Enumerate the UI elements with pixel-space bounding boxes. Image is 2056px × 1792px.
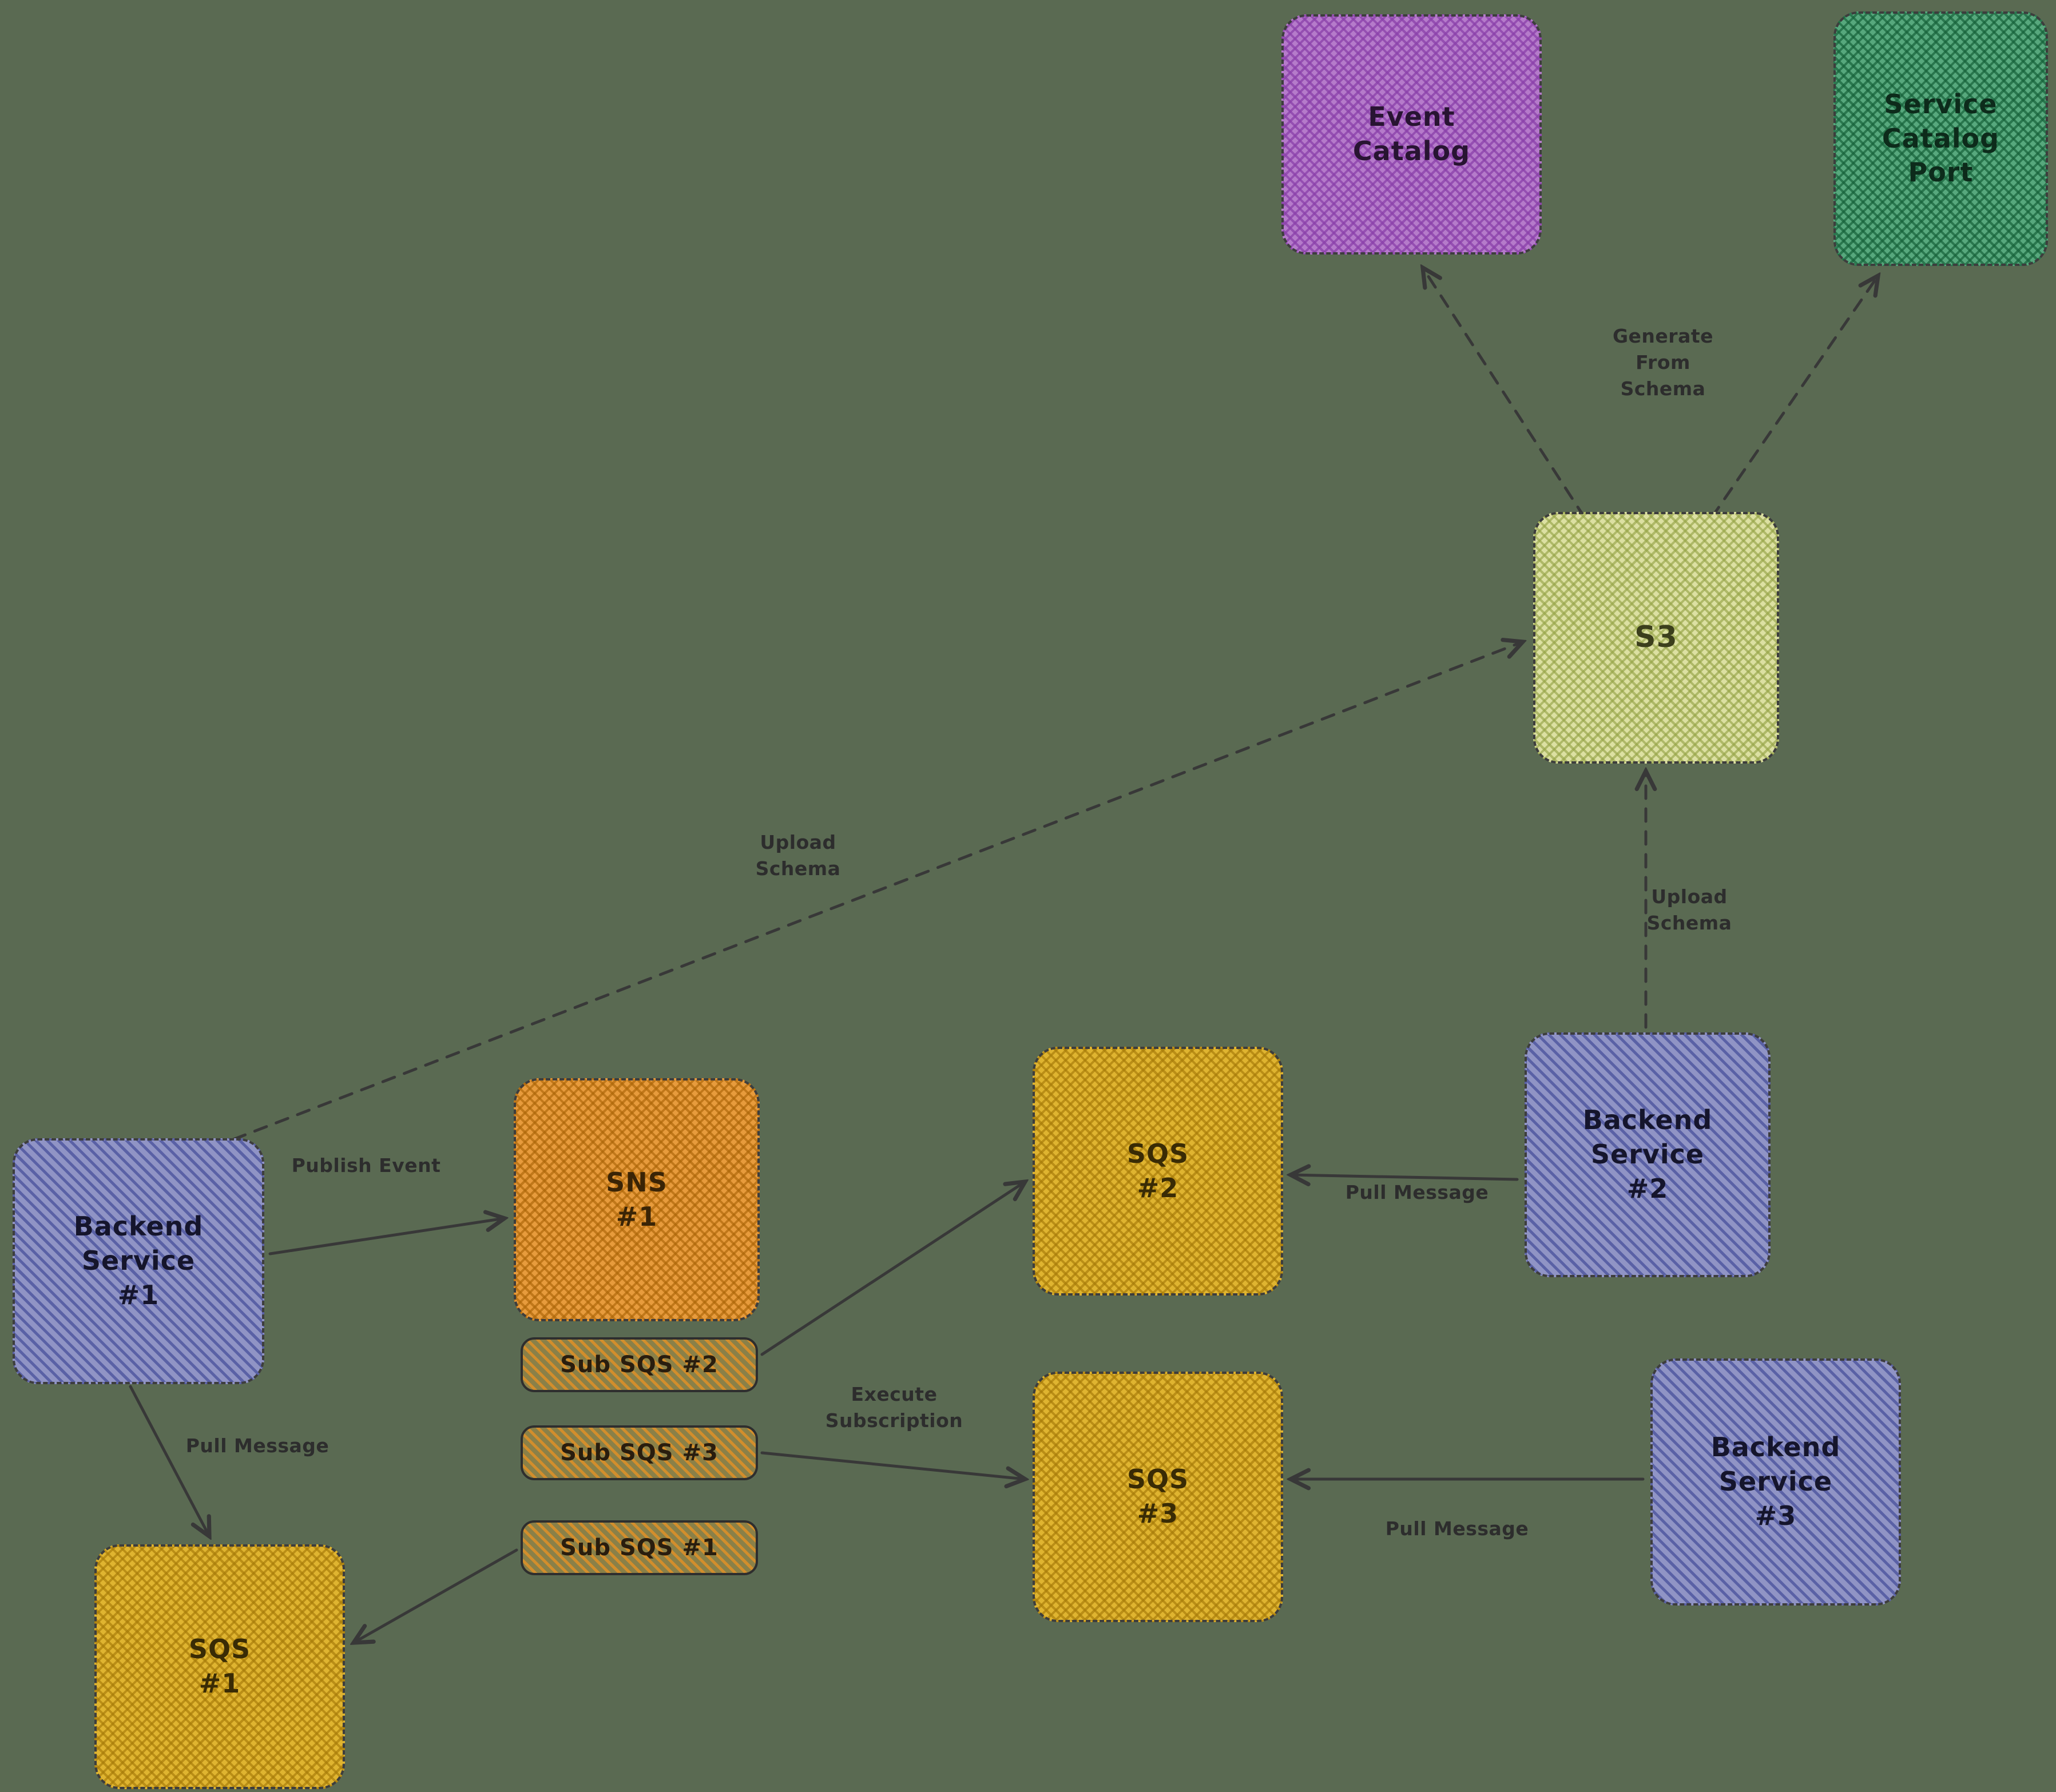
node-sqs-1-label: SQS #1 [188, 1634, 251, 1699]
edge-label-upload-schema-1: Upload Schema [755, 831, 841, 880]
edge-subsqs3-to-sqs3 [760, 1451, 1025, 1479]
node-service-catalog-port: Service Catalog Port [1833, 11, 2048, 266]
edge-backend2-to-sqs2 [1291, 1175, 1519, 1179]
node-backend-service-3-label: Backend Service #3 [1710, 1432, 1841, 1531]
edge-subsqs2-to-sqs2 [760, 1182, 1025, 1356]
edge-s3-to-event-catalog [1423, 268, 1586, 519]
edge-label-execute-subscription: Execute Subscription [825, 1383, 963, 1432]
node-backend-service-3: Backend Service #3 [1650, 1358, 1901, 1606]
node-sub-sqs-1: Sub SQS #1 [521, 1520, 758, 1575]
node-sub-sqs-3-label: Sub SQS #3 [560, 1440, 719, 1466]
node-event-catalog-label: Event Catalog [1352, 101, 1471, 166]
edge-backend1-to-s3 [232, 642, 1523, 1141]
node-event-catalog: Event Catalog [1281, 14, 1542, 255]
node-sqs-1: SQS #1 [94, 1544, 345, 1789]
edge-backend1-to-sns1 [268, 1218, 505, 1255]
node-sqs-2: SQS #2 [1033, 1047, 1283, 1296]
edge-label-upload-schema-2: Upload Schema [1646, 885, 1732, 935]
edge-label-pull-message-3: Pull Message [1385, 1517, 1529, 1540]
node-sub-sqs-2-label: Sub SQS #2 [560, 1352, 719, 1378]
node-sqs-2-label: SQS #2 [1126, 1138, 1189, 1203]
node-sns-1: SNS #1 [514, 1078, 760, 1321]
node-sqs-3: SQS #3 [1033, 1372, 1283, 1622]
edge-label-pull-message-1: Pull Message [185, 1435, 330, 1457]
node-backend-service-2-label: Backend Service #2 [1582, 1104, 1713, 1204]
node-backend-service-2: Backend Service #2 [1525, 1032, 1771, 1277]
node-backend-service-1-label: Backend Service #1 [73, 1211, 204, 1310]
node-backend-service-1: Backend Service #1 [13, 1138, 264, 1384]
edge-s3-to-service-catalog-port [1710, 276, 1878, 519]
node-sub-sqs-3: Sub SQS #3 [521, 1425, 758, 1480]
node-sub-sqs-2: Sub SQS #2 [521, 1337, 758, 1392]
node-sub-sqs-1-label: Sub SQS #1 [560, 1535, 719, 1561]
edge-backend1-to-sqs1 [129, 1385, 209, 1536]
edge-subsqs1-to-sqs1 [354, 1548, 518, 1643]
node-service-catalog-port-label: Service Catalog Port [1882, 88, 2000, 188]
node-s3-label: S3 [1634, 620, 1678, 655]
node-s3: S3 [1533, 512, 1779, 764]
edge-label-generate-from-schema: Generate From Schema [1612, 325, 1714, 400]
node-sqs-3-label: SQS #3 [1126, 1464, 1189, 1529]
node-sns-1-label: SNS #1 [606, 1166, 668, 1232]
edge-label-publish-event: Publish Event [291, 1154, 441, 1177]
edge-label-pull-message-2: Pull Message [1345, 1181, 1489, 1203]
